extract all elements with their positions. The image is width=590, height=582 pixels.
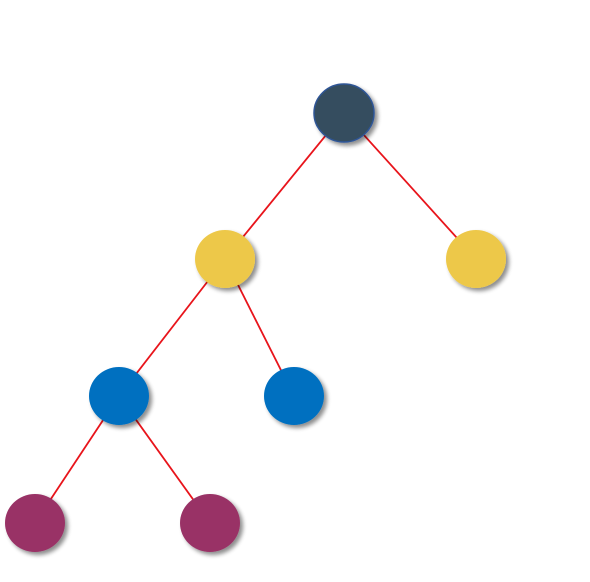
node-l3-right — [180, 494, 240, 552]
edge-root-to-l1-left — [224, 112, 345, 260]
tree-edges — [34, 112, 477, 524]
tree-nodes — [5, 83, 506, 552]
node-l1-left — [195, 230, 255, 288]
node-root — [313, 83, 375, 143]
node-l2-right — [264, 367, 324, 425]
node-l1-right — [446, 230, 506, 288]
node-l2-left — [89, 367, 149, 425]
edge-root-to-l1-right — [343, 112, 477, 260]
node-l3-left — [5, 494, 65, 552]
